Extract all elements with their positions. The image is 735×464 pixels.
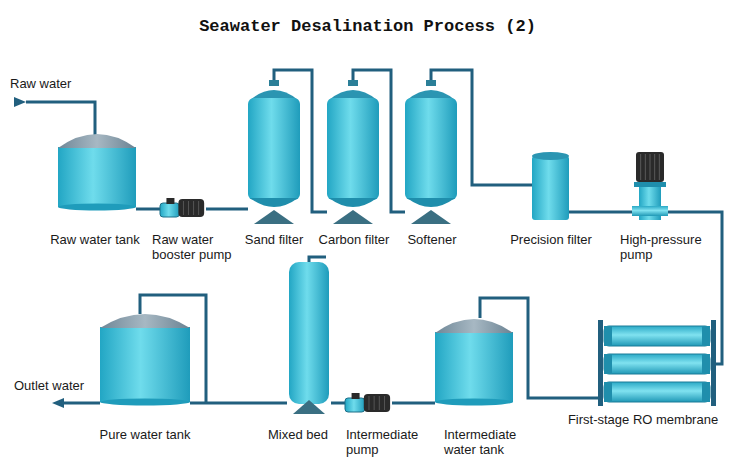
equipment-label: High-pressure pump <box>620 232 716 262</box>
equipment-label: Carbon filter <box>319 232 390 247</box>
equipment-label: Intermediate pump <box>346 427 428 457</box>
pump-unit: Intermediate pump <box>345 392 392 414</box>
pump-unit: Raw water booster pump <box>160 197 206 219</box>
equipment-label: Raw water booster pump <box>152 232 240 262</box>
ro-symbol <box>598 320 716 408</box>
water-pipe <box>569 211 632 214</box>
filter-unit: Sand filter <box>248 80 300 224</box>
equipment-label: Mixed bed <box>268 427 328 442</box>
equipment-label: Raw water tank <box>50 232 140 247</box>
tank-unit: Pure water tank <box>100 313 190 406</box>
pump-symbol <box>345 392 392 414</box>
inlet-pipe <box>26 102 95 136</box>
equipment-label: Pure water tank <box>99 427 190 442</box>
tank-symbol <box>100 313 190 406</box>
water-pipe <box>331 402 345 405</box>
equipment-label: Softener <box>407 232 456 247</box>
mixedbed-unit: Mixed bed <box>287 262 331 414</box>
mixedbed-symbol <box>287 262 331 414</box>
water-pipe <box>392 402 435 405</box>
inlet-arrowhead <box>14 97 26 107</box>
hppump-symbol <box>632 152 668 220</box>
filter-unit: Softener <box>405 80 457 224</box>
tank-symbol <box>435 318 513 406</box>
filter-symbol <box>248 80 300 224</box>
water-pipe <box>206 208 248 211</box>
tank-symbol <box>58 133 136 211</box>
outlet-arrowhead <box>52 398 64 408</box>
filter-symbol <box>327 80 379 224</box>
precision-unit: Precision filter <box>532 152 569 220</box>
tank-unit: Intermediate water tank <box>435 318 513 406</box>
water-pipe <box>136 208 160 211</box>
tank-unit: Raw water tank <box>58 133 136 211</box>
diagram-title: Seawater Desalination Process (2) <box>0 17 735 36</box>
pipe-label: Outlet water <box>14 378 84 393</box>
filter-unit: Carbon filter <box>327 80 379 224</box>
equipment-label: Precision filter <box>510 232 592 247</box>
equipment-label: Sand filter <box>245 232 304 247</box>
equipment-label: Intermediate water tank <box>444 427 526 457</box>
pipe-label: Raw water <box>10 76 71 91</box>
precision-symbol <box>532 152 569 220</box>
filter-symbol <box>405 80 457 224</box>
pump-symbol <box>160 197 206 219</box>
ro-unit: First-stage RO membrane <box>598 320 716 408</box>
equipment-label: First-stage RO membrane <box>568 412 718 427</box>
hppump-unit: High-pressure pump <box>632 152 668 220</box>
outlet-pipe <box>62 402 100 405</box>
